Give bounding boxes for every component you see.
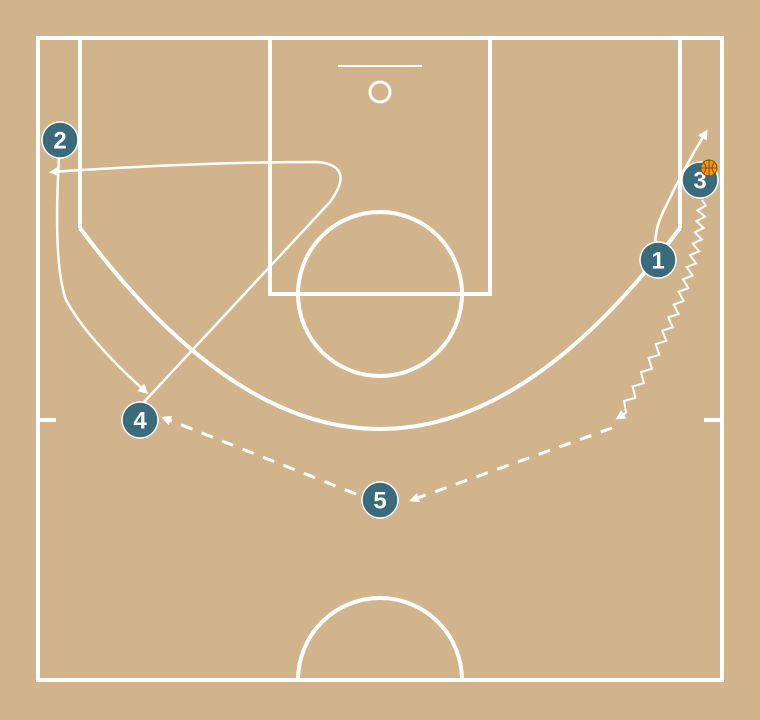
player-1[interactable]: 1 (639, 241, 677, 279)
rim (368, 80, 392, 104)
three-point-arc (78, 226, 682, 431)
cut-path-player-2 (55, 141, 149, 395)
court-boundary (36, 36, 724, 682)
basketball-icon (700, 159, 718, 177)
pass-5-to-4 (161, 415, 357, 496)
player-5-label: 5 (373, 488, 386, 515)
player-1-marker (639, 241, 677, 279)
cut-path-player-4 (49, 160, 342, 403)
player-5-marker (361, 481, 399, 519)
key-lane (268, 36, 492, 296)
player-2[interactable]: 2 (41, 121, 79, 159)
player-5[interactable]: 5 (361, 481, 399, 519)
dribble-path-player-3 (615, 199, 708, 420)
player-2-marker (41, 121, 79, 159)
center-circle (296, 596, 464, 681)
player-4-label: 4 (133, 408, 147, 435)
player-2-label: 2 (53, 128, 66, 155)
free-throw-circle (296, 210, 464, 378)
pass-wing-to-5 (409, 426, 613, 503)
player-1-label: 1 (651, 248, 664, 275)
player-4-marker (121, 401, 159, 439)
player-4[interactable]: 4 (121, 401, 159, 439)
